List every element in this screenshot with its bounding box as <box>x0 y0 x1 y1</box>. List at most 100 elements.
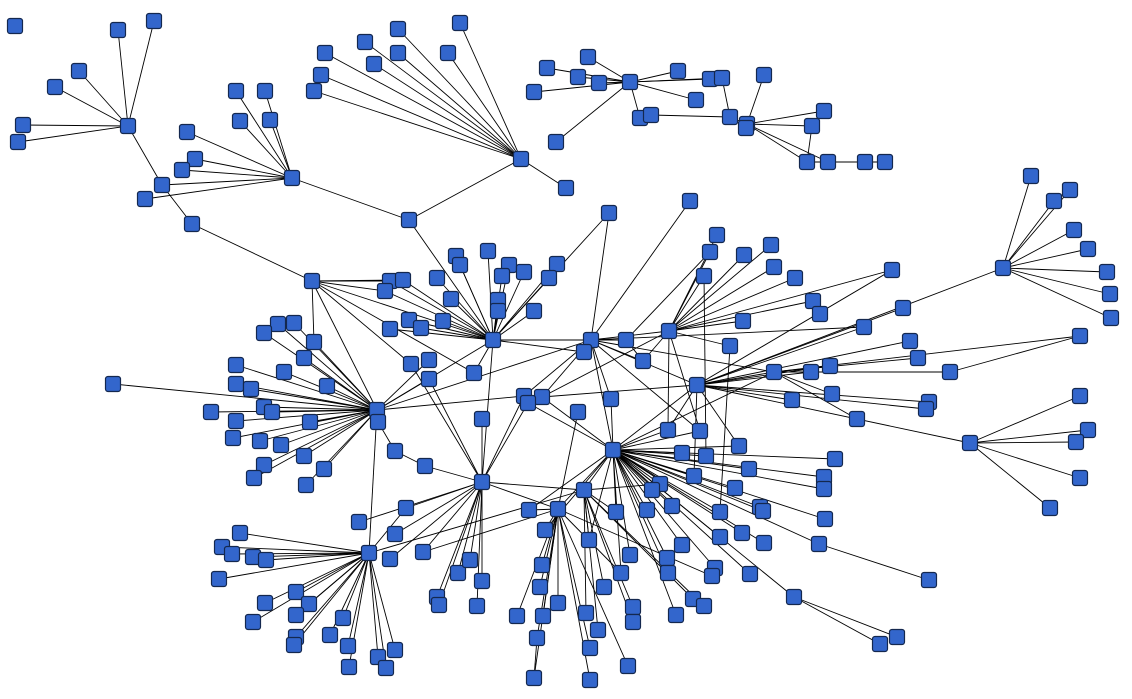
graph-node[interactable] <box>659 564 677 582</box>
graph-node[interactable] <box>909 349 927 367</box>
graph-node[interactable] <box>876 153 894 171</box>
graph-node[interactable] <box>740 460 758 478</box>
graph-node[interactable] <box>104 375 122 393</box>
graph-node[interactable] <box>659 421 677 439</box>
graph-node[interactable] <box>785 588 803 606</box>
graph-node[interactable] <box>1079 240 1097 258</box>
graph-node[interactable] <box>297 476 315 494</box>
graph-node[interactable] <box>275 363 293 381</box>
graph-node[interactable] <box>442 290 460 308</box>
graph-node[interactable] <box>224 429 242 447</box>
graph-node[interactable] <box>508 607 526 625</box>
graph-node[interactable] <box>484 331 502 349</box>
graph-node[interactable] <box>386 525 404 543</box>
graph-node[interactable] <box>580 531 598 549</box>
graph-node[interactable] <box>660 322 678 340</box>
graph-node[interactable] <box>624 613 642 631</box>
graph-node[interactable] <box>251 432 269 450</box>
graph-node[interactable] <box>6 17 24 35</box>
graph-node[interactable] <box>533 388 551 406</box>
graph-node[interactable] <box>301 413 319 431</box>
graph-node[interactable] <box>386 641 404 659</box>
graph-node[interactable] <box>798 153 816 171</box>
graph-node[interactable] <box>316 44 334 62</box>
graph-node[interactable] <box>300 595 318 613</box>
graph-node[interactable] <box>802 363 820 381</box>
graph-node[interactable] <box>256 594 274 612</box>
graph-node[interactable] <box>642 106 660 124</box>
graph-node[interactable] <box>402 355 420 373</box>
graph-node[interactable] <box>350 513 368 531</box>
graph-node[interactable] <box>786 269 804 287</box>
graph-node[interactable] <box>272 436 290 454</box>
graph-node[interactable] <box>708 226 726 244</box>
graph-node[interactable] <box>295 447 313 465</box>
graph-node[interactable] <box>285 314 303 332</box>
graph-node[interactable] <box>697 447 715 465</box>
graph-node[interactable] <box>283 169 301 187</box>
graph-node[interactable] <box>231 524 249 542</box>
graph-node[interactable] <box>356 33 374 51</box>
graph-node[interactable] <box>381 550 399 568</box>
graph-node[interactable] <box>755 534 773 552</box>
graph-node[interactable] <box>663 497 681 515</box>
graph-node[interactable] <box>826 450 844 468</box>
graph-node[interactable] <box>1102 309 1120 327</box>
graph-node[interactable] <box>695 597 713 615</box>
graph-node[interactable] <box>449 564 467 582</box>
graph-node[interactable] <box>473 410 491 428</box>
graph-node[interactable] <box>721 337 739 355</box>
graph-node[interactable] <box>581 671 599 689</box>
graph-node[interactable] <box>658 549 676 567</box>
graph-node[interactable] <box>489 302 507 320</box>
graph-node[interactable] <box>816 510 834 528</box>
graph-node[interactable] <box>261 111 279 129</box>
graph-node[interactable] <box>493 267 511 285</box>
graph-node[interactable] <box>202 403 220 421</box>
graph-node[interactable] <box>255 324 273 342</box>
graph-node[interactable] <box>920 571 938 589</box>
graph-node[interactable] <box>1061 181 1079 199</box>
graph-node[interactable] <box>549 594 567 612</box>
graph-node[interactable] <box>688 376 706 394</box>
graph-node[interactable] <box>244 613 262 631</box>
graph-node[interactable] <box>713 69 731 87</box>
graph-node[interactable] <box>339 637 357 655</box>
graph-node[interactable] <box>726 479 744 497</box>
graph-node[interactable] <box>420 370 438 388</box>
graph-node[interactable] <box>451 14 469 32</box>
graph-node[interactable] <box>783 391 801 409</box>
graph-node[interactable] <box>119 117 137 135</box>
graph-node[interactable] <box>519 394 537 412</box>
graph-node[interactable] <box>917 400 935 418</box>
graph-node[interactable] <box>255 456 273 474</box>
graph-node[interactable] <box>360 544 378 562</box>
graph-node[interactable] <box>577 604 595 622</box>
graph-node[interactable] <box>318 377 336 395</box>
graph-node[interactable] <box>315 460 333 478</box>
graph-node[interactable] <box>468 597 486 615</box>
graph-node[interactable] <box>525 302 543 320</box>
graph-node[interactable] <box>227 356 245 374</box>
graph-node[interactable] <box>533 556 551 574</box>
graph-node[interactable] <box>673 536 691 554</box>
graph-node[interactable] <box>473 473 491 491</box>
graph-node[interactable] <box>369 413 387 431</box>
graph-node[interactable] <box>883 261 901 279</box>
graph-node[interactable] <box>624 598 642 616</box>
graph-node[interactable] <box>1101 285 1119 303</box>
graph-node[interactable] <box>612 564 630 582</box>
graph-node[interactable] <box>607 503 625 521</box>
graph-node[interactable] <box>340 658 358 676</box>
graph-node[interactable] <box>589 621 607 639</box>
graph-node[interactable] <box>815 480 833 498</box>
graph-node[interactable] <box>1098 263 1116 281</box>
graph-node[interactable] <box>394 271 412 289</box>
graph-node[interactable] <box>334 609 352 627</box>
graph-node[interactable] <box>1065 221 1083 239</box>
graph-node[interactable] <box>811 305 829 323</box>
graph-node[interactable] <box>145 12 163 30</box>
graph-node[interactable] <box>136 190 154 208</box>
graph-node[interactable] <box>755 66 773 84</box>
graph-node[interactable] <box>735 246 753 264</box>
